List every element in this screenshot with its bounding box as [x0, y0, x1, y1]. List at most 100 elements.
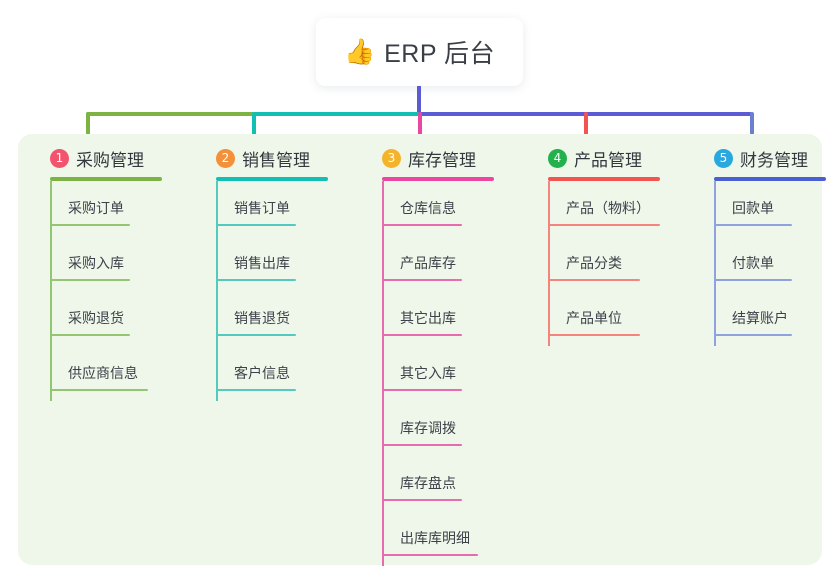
- column-items: 仓库信息产品库存其它出库其它入库库存调拨库存盘点出库库明细: [364, 181, 494, 566]
- leaf-node[interactable]: 产品单位: [530, 291, 660, 346]
- column-spine: [216, 181, 218, 401]
- column-title: 财务管理: [740, 150, 808, 170]
- leaf-node[interactable]: 库存盘点: [364, 456, 494, 511]
- column-5: 5 财务管理回款单付款单结算账户: [696, 145, 826, 346]
- column-header-5[interactable]: 5 财务管理: [696, 145, 826, 171]
- column-items: 销售订单销售出库销售退货客户信息: [198, 181, 328, 401]
- column-3: 3 库存管理仓库信息产品库存其它出库其它入库库存调拨库存盘点出库库明细: [364, 145, 494, 566]
- column-underline: [714, 177, 826, 181]
- connector-drop-4: [584, 112, 588, 145]
- leaf-underline: [382, 224, 462, 226]
- column-underline: [548, 177, 660, 181]
- leaf-label: 库存调拨: [400, 420, 456, 436]
- leaf-underline: [50, 279, 130, 281]
- leaf-label: 产品（物料）: [566, 200, 650, 216]
- leaf-node[interactable]: 产品分类: [530, 236, 660, 291]
- leaf-label: 其它出库: [400, 310, 456, 326]
- leaf-node[interactable]: 出库库明细: [364, 511, 494, 566]
- leaf-underline: [714, 334, 792, 336]
- leaf-underline: [50, 224, 130, 226]
- column-4: 4 产品管理产品（物料） 产品分类产品单位: [530, 145, 660, 346]
- column-spine: [714, 181, 716, 346]
- leaf-node[interactable]: 付款单: [696, 236, 826, 291]
- column-badge-icon: 1: [50, 148, 69, 168]
- column-title: 销售管理: [242, 150, 310, 170]
- leaf-node[interactable]: 回款单: [696, 181, 826, 236]
- leaf-node[interactable]: 销售退货: [198, 291, 328, 346]
- column-title: 库存管理: [408, 150, 476, 170]
- column-items: 产品（物料） 产品分类产品单位: [530, 181, 660, 346]
- leaf-underline: [548, 224, 660, 226]
- column-1: 1 采购管理采购订单采购入库采购退货供应商信息: [32, 145, 162, 401]
- connector-drop-3: [418, 112, 422, 145]
- column-badge-icon: 4: [548, 148, 567, 168]
- leaf-node[interactable]: 其它入库: [364, 346, 494, 401]
- leaf-label: 销售订单: [234, 200, 290, 216]
- leaf-underline: [216, 334, 296, 336]
- leaf-underline: [382, 389, 462, 391]
- leaf-underline: [382, 444, 462, 446]
- connector-drop-1: [86, 112, 90, 145]
- column-underline: [216, 177, 328, 181]
- leaf-node[interactable]: 销售订单: [198, 181, 328, 236]
- leaf-underline: [50, 334, 130, 336]
- leaf-label: 采购退货: [68, 310, 124, 326]
- leaf-label: 采购入库: [68, 255, 124, 271]
- leaf-label: 结算账户: [732, 310, 788, 326]
- leaf-label: 库存盘点: [400, 475, 456, 491]
- leaf-node[interactable]: 产品库存: [364, 236, 494, 291]
- leaf-underline: [382, 279, 462, 281]
- leaf-underline: [714, 224, 792, 226]
- column-spine: [382, 181, 384, 566]
- leaf-label: 销售退货: [234, 310, 290, 326]
- connector-root-stem: [417, 86, 421, 114]
- leaf-node[interactable]: 仓库信息: [364, 181, 494, 236]
- leaf-node[interactable]: 其它出库: [364, 291, 494, 346]
- leaf-underline: [382, 499, 462, 501]
- leaf-node[interactable]: 供应商信息: [32, 346, 162, 401]
- leaf-node[interactable]: 采购订单: [32, 181, 162, 236]
- column-header-1[interactable]: 1 采购管理: [32, 145, 162, 171]
- thumbs-up-icon: 👍: [343, 37, 376, 66]
- leaf-underline: [382, 334, 462, 336]
- leaf-underline: [382, 554, 478, 556]
- leaf-label: 客户信息: [234, 365, 290, 381]
- root-node[interactable]: 👍 ERP 后台: [316, 18, 523, 86]
- root-node-title: ERP 后台: [384, 40, 496, 68]
- leaf-node[interactable]: 采购入库: [32, 236, 162, 291]
- column-underline: [382, 177, 494, 181]
- column-underline: [50, 177, 162, 181]
- connector-bus-teal: [252, 112, 420, 116]
- leaf-label: 产品库存: [400, 255, 456, 271]
- column-badge-icon: 3: [382, 148, 401, 168]
- leaf-label: 付款单: [732, 255, 774, 271]
- leaf-label: 回款单: [732, 200, 774, 216]
- leaf-node[interactable]: 客户信息: [198, 346, 328, 401]
- leaf-underline: [216, 389, 296, 391]
- leaf-node[interactable]: 采购退货: [32, 291, 162, 346]
- connector-drop-2: [252, 112, 256, 145]
- column-header-3[interactable]: 3 库存管理: [364, 145, 494, 171]
- leaf-node[interactable]: 产品（物料）: [530, 181, 660, 236]
- column-header-4[interactable]: 4 产品管理: [530, 145, 660, 171]
- column-badge-icon: 2: [216, 148, 235, 168]
- leaf-node[interactable]: 销售出库: [198, 236, 328, 291]
- column-items: 采购订单采购入库采购退货供应商信息: [32, 181, 162, 401]
- columns-panel: [18, 134, 822, 565]
- leaf-underline: [548, 334, 640, 336]
- leaf-label: 采购订单: [68, 200, 124, 216]
- leaf-label: 销售出库: [234, 255, 290, 271]
- column-title: 产品管理: [574, 150, 642, 170]
- leaf-label: 产品分类: [566, 255, 622, 271]
- leaf-node[interactable]: 结算账户: [696, 291, 826, 346]
- leaf-node[interactable]: 库存调拨: [364, 401, 494, 456]
- leaf-label: 产品单位: [566, 310, 622, 326]
- connector-drop-5: [750, 112, 754, 145]
- column-spine: [50, 181, 52, 401]
- column-title: 采购管理: [76, 150, 144, 170]
- connector-bus-green: [86, 112, 254, 116]
- column-header-2[interactable]: 2 销售管理: [198, 145, 328, 171]
- column-items: 回款单付款单结算账户: [696, 181, 826, 346]
- leaf-underline: [216, 279, 296, 281]
- column-badge-icon: 5: [714, 148, 733, 168]
